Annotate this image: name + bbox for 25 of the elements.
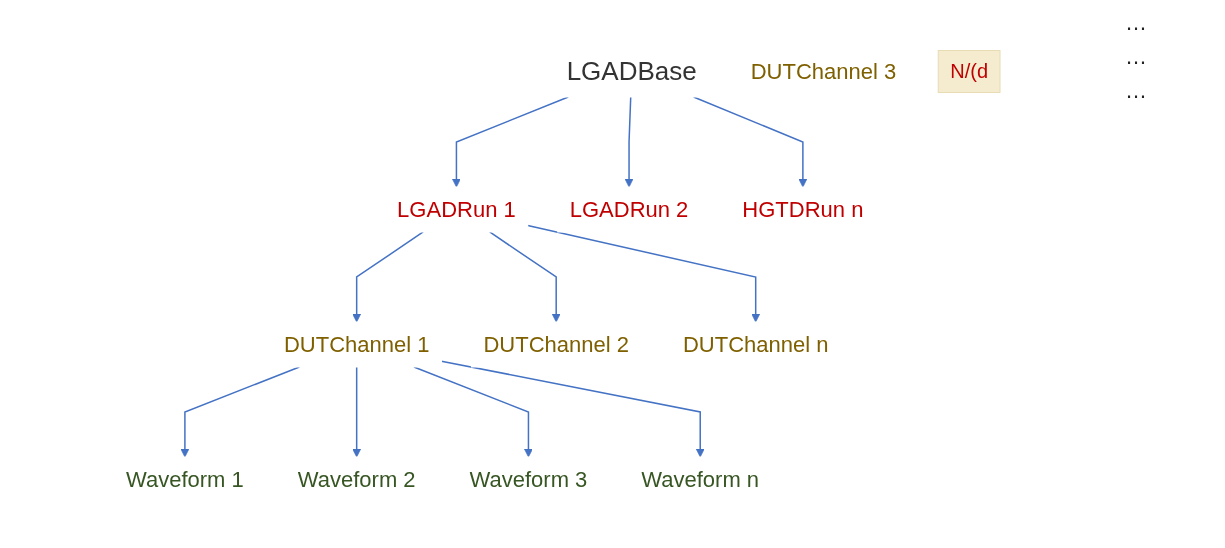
node-text: DUTChannel n (683, 331, 829, 357)
arrow (352, 231, 425, 323)
node-text: Waveform 1 (126, 466, 245, 492)
arrow (413, 366, 534, 458)
arrow (625, 96, 634, 188)
arrow (527, 224, 761, 323)
arrow (693, 96, 808, 188)
node-text: DUTChannel 2 (483, 331, 630, 357)
arrow (489, 231, 562, 323)
ellipsis-text: … (1125, 44, 1148, 70)
node-text: Waveform 3 (470, 466, 588, 492)
arrow (352, 366, 362, 458)
node-text: DUTChannel 1 (284, 331, 430, 357)
node-text: LGADBase (567, 56, 698, 86)
arrow (181, 366, 301, 458)
node-text: HGTDRun n (742, 196, 864, 222)
node-text: LGADRun 2 (570, 196, 689, 222)
node-text: Waveform n (641, 466, 760, 492)
ellipsis-text: … (1125, 78, 1148, 104)
ellipsis-text: … (1125, 10, 1148, 36)
node-text: LGADRun 1 (397, 196, 517, 222)
node-text: Waveform 2 (298, 466, 417, 492)
node-box: N/(d (938, 50, 1001, 93)
arrow (441, 360, 706, 458)
node-text: DUTChannel 3 (751, 59, 897, 84)
